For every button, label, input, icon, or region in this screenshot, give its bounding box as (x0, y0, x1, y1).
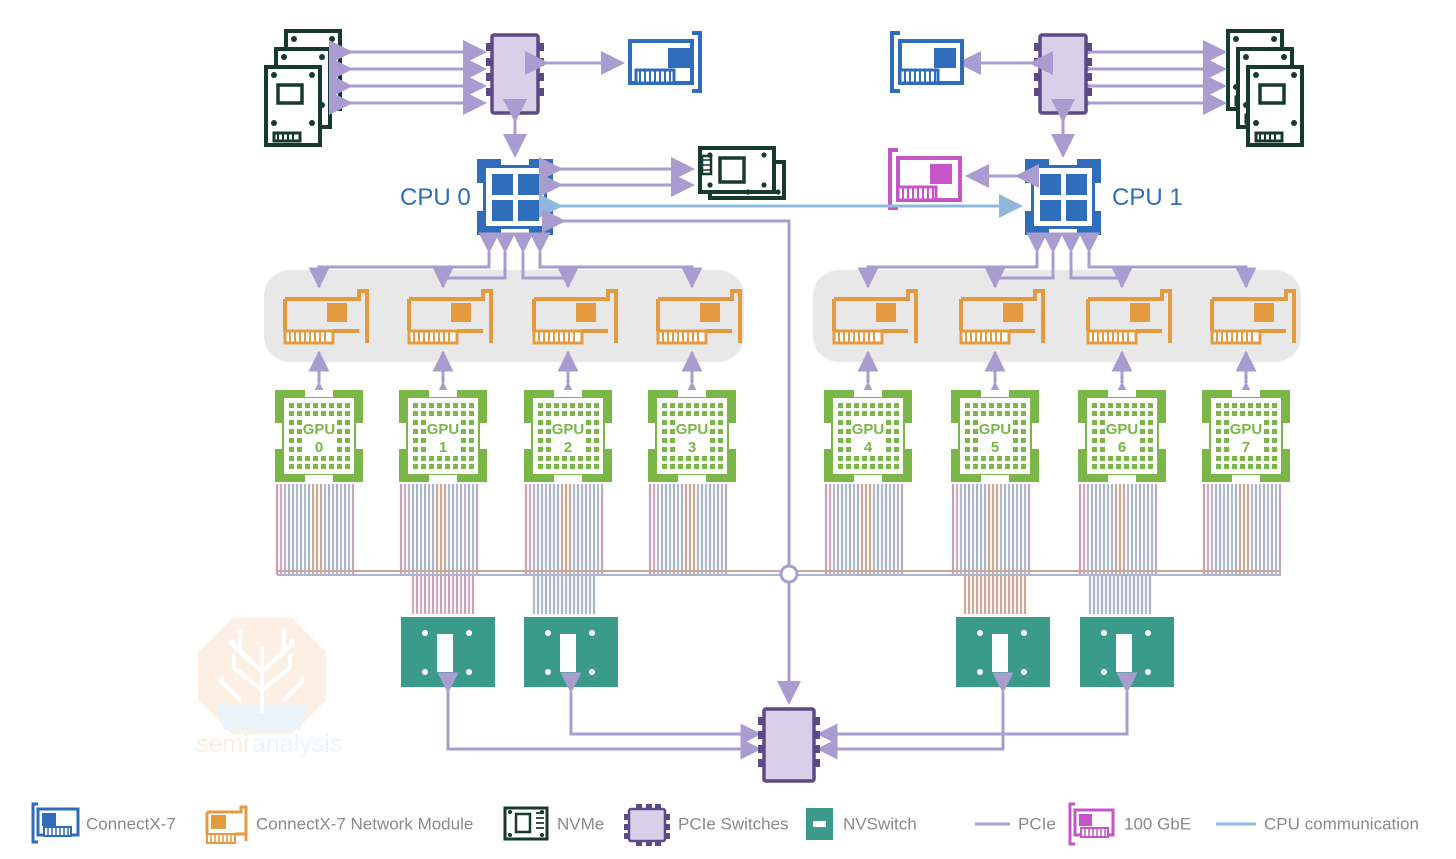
pcie-links-nvme-right (1069, 40, 1227, 115)
connectx7-network-module[interactable] (283, 289, 369, 345)
gpu-0-name: GPU (303, 421, 336, 438)
gpu-4-name: GPU (852, 421, 885, 438)
legend-item-connectx7: ConnectX-7 (31, 802, 176, 844)
nvme-module-center[interactable] (698, 146, 786, 200)
hundred-gbe-card-icon (1068, 802, 1115, 846)
gpu-6-index: 6 (1118, 439, 1126, 456)
cpu-0[interactable] (477, 159, 553, 235)
nic-group-right-background (813, 270, 1301, 362)
connectx7-network-module[interactable] (407, 289, 493, 345)
line-crossing-hop (779, 564, 799, 584)
nvme-icon (503, 806, 549, 841)
gpu-1-name: GPU (427, 421, 460, 438)
pcie-switch-bottom[interactable] (758, 707, 820, 783)
pcie-links-nvswitch-to-bottom-switch (437, 672, 1138, 760)
legend-item-nvme: NVMe (503, 806, 604, 841)
legend-item-connectx7-network-module: ConnectX-7 Network Module (205, 805, 473, 844)
gpu-3-name: GPU (676, 421, 709, 438)
legend-label-pcie-switches: PCIe Switches (678, 814, 789, 833)
semianalysis-watermark: semi analysis (196, 618, 342, 758)
pcie-links-nic-to-gpu (308, 350, 1257, 403)
gpu-5-index: 5 (991, 439, 999, 456)
legend-label-nvme: NVMe (557, 814, 604, 833)
hundred-gbe-card[interactable] (888, 148, 962, 210)
gpu-2-index: 2 (564, 439, 572, 456)
gpu-3-index: 3 (688, 439, 696, 456)
nvme-stack-left (264, 29, 342, 147)
connectx7-card-icon (31, 802, 80, 844)
connectx7-card-left[interactable] (628, 31, 702, 93)
legend: ConnectX-7 ConnectX-7 Network Module (31, 802, 1419, 846)
cpu-0-label: CPU 0 (400, 184, 471, 211)
network-modules (283, 289, 1296, 345)
cpu-1-label: CPU 1 (1112, 184, 1183, 211)
cpu-1[interactable] (1025, 159, 1101, 235)
connectx7-network-module[interactable] (656, 289, 742, 345)
gpu-6-name: GPU (1106, 421, 1139, 438)
gpu-4-index: 4 (864, 439, 873, 456)
legend-label-cpu-communication: CPU communication (1264, 814, 1419, 833)
connectx7-card-right[interactable] (890, 31, 964, 93)
gpu-7-name: GPU (1230, 421, 1263, 438)
legend-label-hundred-gbe: 100 GbE (1124, 814, 1191, 833)
watermark-text-secondary: analysis (252, 730, 342, 758)
connectx7-network-module[interactable] (1086, 289, 1172, 345)
pcie-fanout-cpu1 (857, 232, 1257, 289)
watermark-text-primary: semi (196, 730, 249, 758)
nvswitch-3[interactable] (1080, 617, 1174, 687)
pcie-link-cpu0-to-bottom-switch (542, 209, 801, 705)
pcie-switch-top-right[interactable] (1034, 33, 1092, 115)
nvswitch-icon (806, 808, 833, 840)
legend-item-nvswitch: NVSwitch (806, 808, 917, 840)
legend-label-pcie: PCIe (1018, 814, 1056, 833)
pcie-switch-top-left[interactable] (486, 33, 544, 115)
gpu-0-index: 0 (315, 439, 323, 456)
pcie-links-cpu0-to-nvme-module (539, 157, 695, 197)
gpu-1-index: 1 (439, 439, 447, 456)
connectx7-network-module[interactable] (832, 289, 918, 345)
gpu-2-name: GPU (552, 421, 585, 438)
legend-label-nvswitch: NVSwitch (843, 814, 917, 833)
legend-item-cpu-communication: CPU communication (1216, 814, 1419, 833)
connectx7-network-module[interactable] (532, 289, 618, 345)
legend-item-pcie-switches: PCIe Switches (624, 804, 789, 846)
pcie-switch-icon (624, 804, 670, 846)
legend-item-pcie: PCIe (975, 814, 1056, 833)
gpu-7-index: 7 (1242, 439, 1250, 456)
pcie-fanout-cpu0 (308, 232, 703, 289)
legend-item-hundred-gbe: 100 GbE (1068, 802, 1191, 846)
nvlink-cable-bundles (275, 484, 1282, 614)
connectx7-network-module[interactable] (1210, 289, 1296, 345)
legend-label-connectx7-network-module: ConnectX-7 Network Module (256, 814, 473, 833)
connectx7-network-module[interactable] (959, 289, 1045, 345)
connectx7-network-module-icon (205, 805, 248, 844)
legend-label-connectx7: ConnectX-7 (86, 814, 176, 833)
nvme-stack-right (1226, 29, 1304, 147)
nvswitch-1[interactable] (524, 617, 618, 687)
gpu-5-name: GPU (979, 421, 1012, 438)
nvswitch-0[interactable] (401, 617, 495, 687)
nvswitch-2[interactable] (956, 617, 1050, 687)
pcie-links-nvme-left (329, 40, 487, 115)
